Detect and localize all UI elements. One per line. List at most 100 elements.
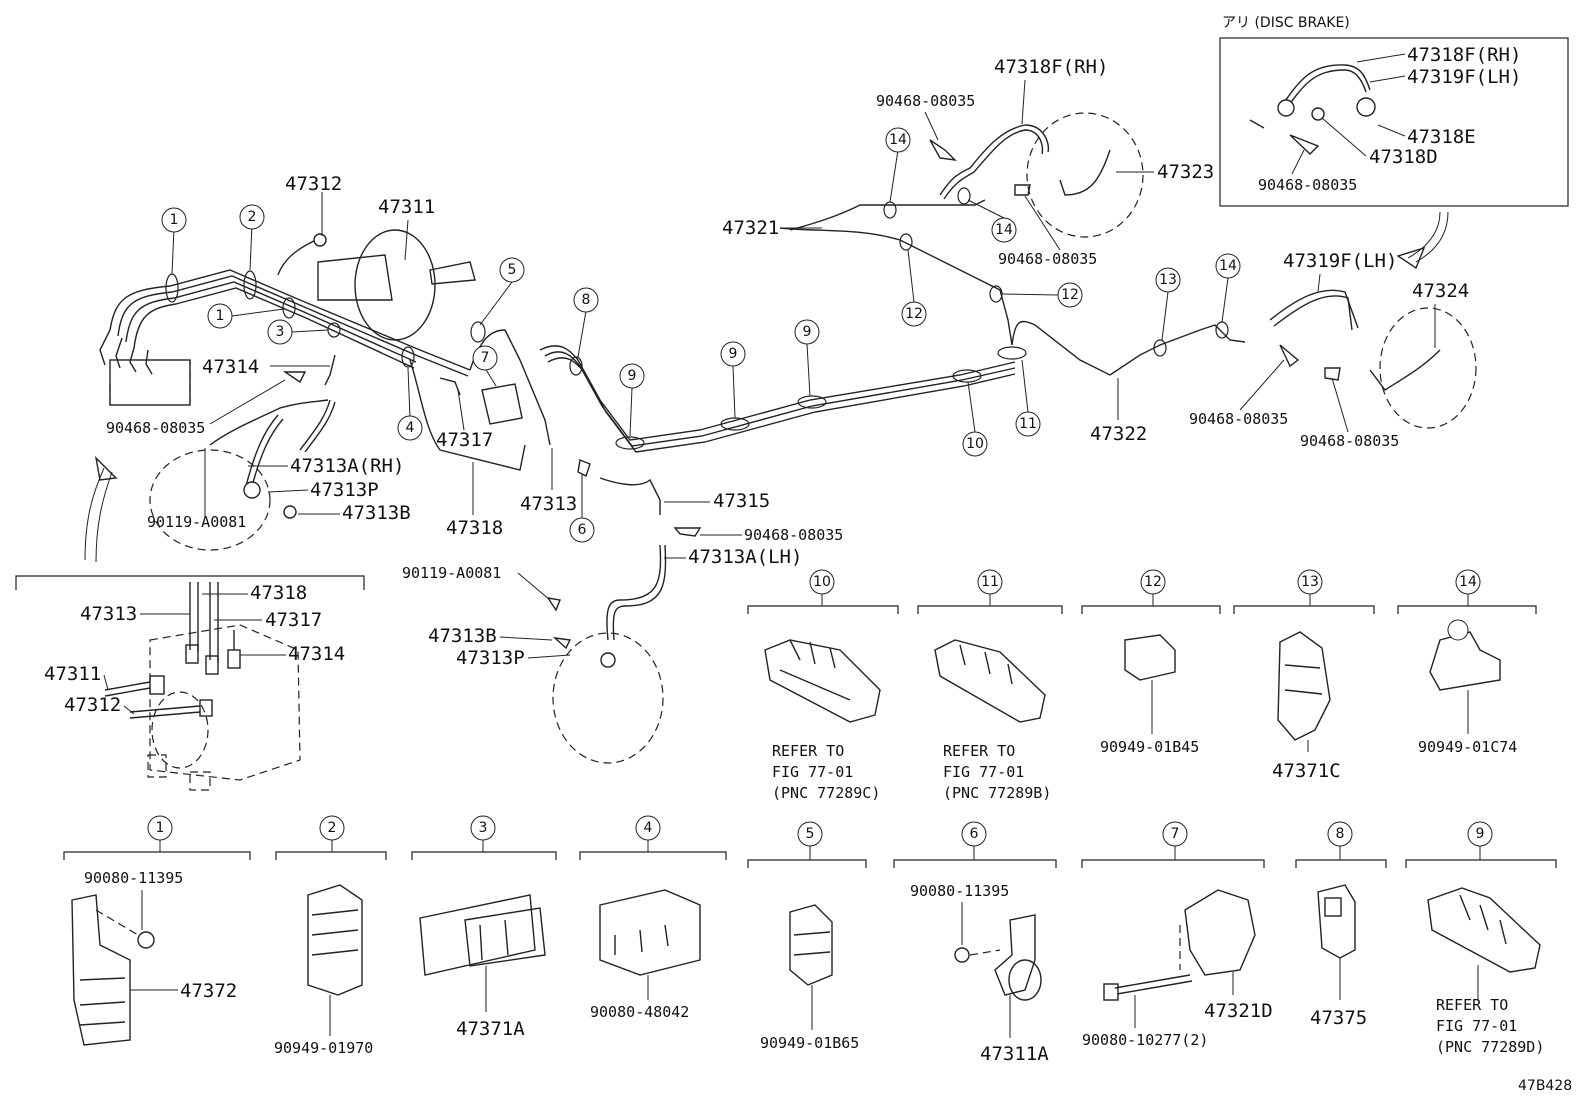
clamp-3-label: 47371A xyxy=(456,1018,525,1040)
clamp-14-part xyxy=(1429,631,1501,691)
callout-2: 2 xyxy=(239,204,265,271)
callout-6: 6 xyxy=(569,474,595,543)
label-47313-mid: 47313 xyxy=(520,493,577,515)
inset-label-90468: 90468-08035 xyxy=(1258,176,1357,194)
svg-text:14: 14 xyxy=(1459,574,1477,590)
callout-12a: 12 xyxy=(901,249,927,327)
inset-fitting-right xyxy=(1356,97,1376,117)
label-47313B-mid: 47313B xyxy=(428,625,497,647)
clamp-4-part xyxy=(599,889,701,976)
pipe-47315 xyxy=(599,477,661,515)
clamp-detail-10: 10 REFER TO FIG 77-01 (PNC 77289C) xyxy=(747,569,899,802)
callout-4: 4 xyxy=(397,367,423,441)
clamp-5-label: 90949-01B65 xyxy=(760,1034,859,1052)
label-47323: 47323 xyxy=(1157,161,1214,183)
svg-text:11: 11 xyxy=(1019,416,1037,432)
clamp-detail-11: 11 REFER TO FIG 77-01 (PNC 77289B) xyxy=(917,569,1063,802)
inset-label-47318D: 47318D xyxy=(1369,146,1438,168)
label-47315: 47315 xyxy=(713,490,770,512)
svg-text:1: 1 xyxy=(170,212,179,228)
label-90119-mid: 90119-A0081 xyxy=(402,564,501,582)
callout-14a: 14 xyxy=(1215,253,1241,323)
booster-pushrod xyxy=(429,261,476,285)
svg-text:9: 9 xyxy=(729,346,738,362)
callout-13: 13 xyxy=(1155,267,1181,341)
svg-text:10: 10 xyxy=(813,574,831,590)
label-90468-b: 90468-08035 xyxy=(744,526,843,544)
clamp-12-label: 90949-01B45 xyxy=(1100,738,1199,756)
callout-9a: 9 xyxy=(619,363,645,437)
svg-text:9: 9 xyxy=(803,324,812,340)
label-47314: 47314 xyxy=(202,356,259,378)
part-labels: 47312 47311 47314 90468-08035 47313A(RH)… xyxy=(106,56,1469,669)
svg-text:14: 14 xyxy=(1219,258,1237,274)
clamp-6-part xyxy=(994,914,1036,996)
label-47313A-rh: 47313A(RH) xyxy=(290,455,404,477)
clamp-5-part xyxy=(789,904,833,986)
inset-label-47318E: 47318E xyxy=(1407,126,1476,148)
svg-text:14: 14 xyxy=(995,222,1013,238)
inset-clip-90468 xyxy=(1289,134,1320,155)
callout-3: 3 xyxy=(267,319,329,345)
detail-label-47314: 47314 xyxy=(288,643,345,665)
svg-text:1: 1 xyxy=(156,820,165,836)
clamp-1-part xyxy=(71,894,131,1046)
inset-fitting-left xyxy=(1277,99,1295,117)
clamp-11-line1: REFER TO xyxy=(943,742,1015,760)
svg-text:9: 9 xyxy=(628,368,637,384)
callout-9c: 9 xyxy=(794,319,820,397)
label-90468-f: 90468-08035 xyxy=(1300,432,1399,450)
label-47313A-lh: 47313A(LH) xyxy=(688,546,802,568)
clamp-2-part xyxy=(307,884,363,996)
clamp-13-label: 47371C xyxy=(1272,760,1341,782)
svg-text:5: 5 xyxy=(508,262,517,278)
svg-text:5: 5 xyxy=(806,826,815,842)
clamp-8-label: 47375 xyxy=(1310,1007,1367,1029)
hose-47319F-lh xyxy=(1269,289,1359,329)
label-47311: 47311 xyxy=(378,196,435,218)
clamp-9-part xyxy=(1427,887,1541,973)
callout-14c: 14 xyxy=(967,199,1017,243)
callout-12b: 12 xyxy=(1001,282,1083,308)
hose-47318F-rh xyxy=(939,124,1050,196)
clamp-14-label: 90949-01C74 xyxy=(1418,738,1517,756)
inset-title: アリ (DISC BRAKE) xyxy=(1222,15,1350,31)
clamp-6-label: 47311A xyxy=(980,1043,1049,1065)
clamp-10-line1: REFER TO xyxy=(772,742,844,760)
clamp-4-label: 90080-48042 xyxy=(590,1003,689,1021)
clamp-detail-3: 3 47371A xyxy=(411,815,557,1040)
label-47322: 47322 xyxy=(1090,423,1147,445)
svg-text:11: 11 xyxy=(981,574,999,590)
svg-text:6: 6 xyxy=(970,826,979,842)
svg-text:3: 3 xyxy=(276,324,285,340)
label-47313P-top: 47313P xyxy=(310,479,379,501)
svg-text:2: 2 xyxy=(328,820,337,836)
hose-47313A-lh xyxy=(606,544,662,641)
inset-label-47319F: 47319F(LH) xyxy=(1407,66,1521,88)
inset-arrow xyxy=(1396,246,1426,270)
svg-text:7: 7 xyxy=(481,350,490,366)
svg-text:13: 13 xyxy=(1301,574,1319,590)
clamp-7-part xyxy=(1184,889,1256,976)
svg-text:12: 12 xyxy=(1061,287,1079,303)
detail-label-47311: 47311 xyxy=(44,663,101,685)
svg-text:3: 3 xyxy=(479,820,488,836)
clamp-detail-2: 2 90949-01970 xyxy=(274,815,387,1057)
callout-9b: 9 xyxy=(720,341,746,419)
label-47313P-mid: 47313P xyxy=(456,647,525,669)
detail-label-47318: 47318 xyxy=(250,582,307,604)
svg-text:10: 10 xyxy=(966,436,984,452)
inset-label-47318F: 47318F(RH) xyxy=(1407,44,1521,66)
clamp-detail-14: 14 90949-01C74 xyxy=(1397,569,1537,756)
clamp-detail-12: 12 90949-01B45 xyxy=(1081,569,1221,756)
clamp-11-line3: (PNC 77289B) xyxy=(943,784,1051,802)
label-47324: 47324 xyxy=(1412,280,1469,302)
label-47318: 47318 xyxy=(446,517,503,539)
clamp-3-plate xyxy=(419,894,536,976)
clamp-detail-8: 8 47375 xyxy=(1295,821,1387,1029)
clamp-9-line2: FIG 77-01 xyxy=(1436,1017,1517,1035)
clamp-13-part xyxy=(1277,631,1331,741)
label-90468-a: 90468-08035 xyxy=(106,419,205,437)
svg-text:9: 9 xyxy=(1476,826,1485,842)
detail-label-47313: 47313 xyxy=(80,603,137,625)
